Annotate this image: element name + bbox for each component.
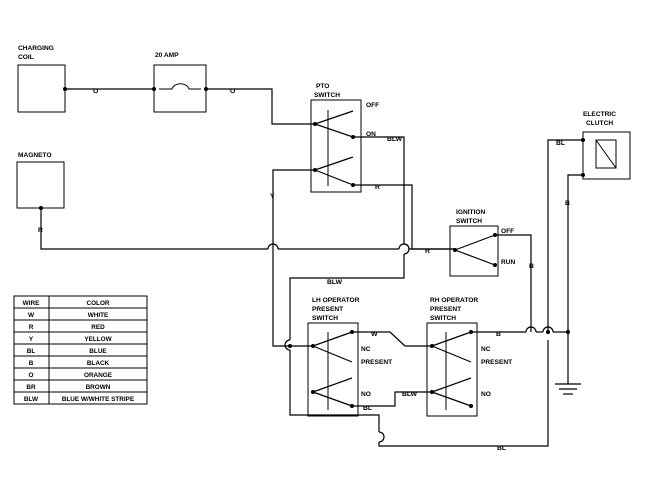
wire-bl-clutch (547, 139, 583, 332)
wire-y (272, 169, 315, 347)
legend-color: BROWN (86, 384, 111, 391)
legend-color: ORANGE (84, 372, 113, 379)
wire-label-o-1: O (93, 88, 98, 95)
wire-label-blw-lh: BLW (327, 279, 343, 286)
rh-nc-label: NC (481, 346, 491, 353)
wire-label-r-pto: R (375, 184, 380, 191)
rh-present-label: PRESENT (481, 359, 512, 366)
lh-present-label: PRESENT (361, 359, 392, 366)
wire-label-b-rh: B (496, 331, 501, 338)
wire-r-hop-blw (398, 243, 410, 250)
wire-label-b-ignition: B (529, 263, 534, 270)
ignition-switch-label-2: SWITCH (456, 218, 482, 225)
rh-operator-present-switch (426, 322, 478, 417)
wire-w (352, 331, 432, 347)
ignition-off-label: OFF (501, 228, 514, 235)
legend-header-color: COLOR (86, 300, 109, 307)
magneto-label: MAGNETO (18, 152, 52, 159)
legend-color: WHITE (88, 312, 109, 319)
wire-label-blw-rh: BLW (402, 391, 418, 398)
wire-b-ground (567, 174, 583, 378)
wire-r-magneto (40, 208, 268, 250)
lh-switch-label-3: SWITCH (312, 315, 338, 322)
pto-switch (310, 99, 362, 193)
wire-label-bl-lh: BL (363, 405, 372, 412)
rh-switch-label-3: SWITCH (430, 315, 456, 322)
charging-coil-label-2: COIL (18, 54, 34, 61)
wire-label-o-2: O (230, 88, 235, 95)
wire-label-r-magneto: R (38, 227, 43, 234)
legend-wire: Y (29, 336, 34, 343)
legend-wire: BL (27, 348, 36, 355)
legend-wire: W (28, 312, 35, 319)
legend-wire: BLW (24, 396, 39, 403)
lh-operator-present-switch (307, 322, 359, 417)
legend-color: RED (91, 324, 105, 331)
wire-label-bl-clutch: BL (556, 140, 565, 147)
ignition-run-label: RUN (501, 259, 516, 266)
wire-label-y: Y (270, 193, 275, 200)
lh-no-label: NO (361, 391, 371, 398)
rh-switch-label-1: RH OPERATOR (430, 297, 478, 304)
legend-color: BLUE (89, 348, 107, 355)
fuse-label: 20 AMP (155, 52, 179, 59)
legend-color: YELLOW (84, 336, 112, 343)
legend-wire: R (29, 324, 34, 331)
charging-coil-label-1: CHARGING (18, 45, 54, 52)
wires (40, 88, 583, 447)
wire-blw-pto-down (353, 136, 405, 244)
lh-nc-label: NC (361, 346, 371, 353)
lh-switch-label-1: LH OPERATOR (312, 297, 360, 304)
magneto-box (16, 161, 65, 209)
pto-off-label: OFF (366, 102, 379, 109)
ground-symbol (555, 378, 581, 395)
wire-bl-bottom-return (378, 340, 549, 447)
fuse-20-amp (153, 64, 207, 113)
rh-no-label: NO (481, 391, 491, 398)
wire-blw-lh-hop (284, 339, 291, 351)
wire-label-w: W (371, 331, 378, 338)
legend-header-wire: WIRE (23, 300, 40, 307)
wire-blw-bottom-hop (378, 431, 385, 443)
lh-switch-label-2: PRESENT (312, 306, 343, 313)
electric-clutch-label-1: ELECTRIC (583, 111, 616, 118)
wire-label-r-ignition: R (425, 248, 430, 255)
electric-clutch (582, 131, 631, 180)
charging-coil-box (17, 64, 66, 113)
wire-label-b-clutch: B (565, 200, 570, 207)
wire-blw-bottom (289, 350, 380, 432)
pto-on-label: ON (366, 131, 376, 138)
legend-color: BLACK (87, 360, 110, 367)
ignition-switch-label-1: IGNITION (456, 209, 486, 216)
legend-color: BLUE W/WHITE STRIPE (62, 396, 135, 403)
pto-switch-label-1: PTO (316, 83, 329, 90)
rh-switch-label-2: PRESENT (430, 306, 461, 313)
wire-labels: O O BLW R Y R R BLW W B B BL B BL BLW BL (38, 88, 570, 452)
wire-b-ignition (495, 234, 532, 332)
legend-wire: BR (26, 384, 36, 391)
legend-wire: O (29, 372, 34, 379)
junction-dots (39, 87, 585, 348)
electric-clutch-label-2: CLUTCH (586, 120, 613, 127)
ignition-switch (449, 225, 499, 277)
wire-label-blw-pto: BLW (387, 136, 403, 143)
wire-color-legend: WIRE COLOR W WHITE R RED Y YELLOW BL BLU… (13, 295, 148, 405)
wire-blw-lh-rh (352, 391, 432, 407)
wire-blw-to-lh (289, 254, 405, 340)
wire-o-fuse-pto (206, 88, 315, 125)
legend-wire: B (29, 360, 34, 367)
pto-switch-label-2: SWITCH (314, 92, 340, 99)
wire-label-bl-bottom: BL (497, 445, 506, 452)
